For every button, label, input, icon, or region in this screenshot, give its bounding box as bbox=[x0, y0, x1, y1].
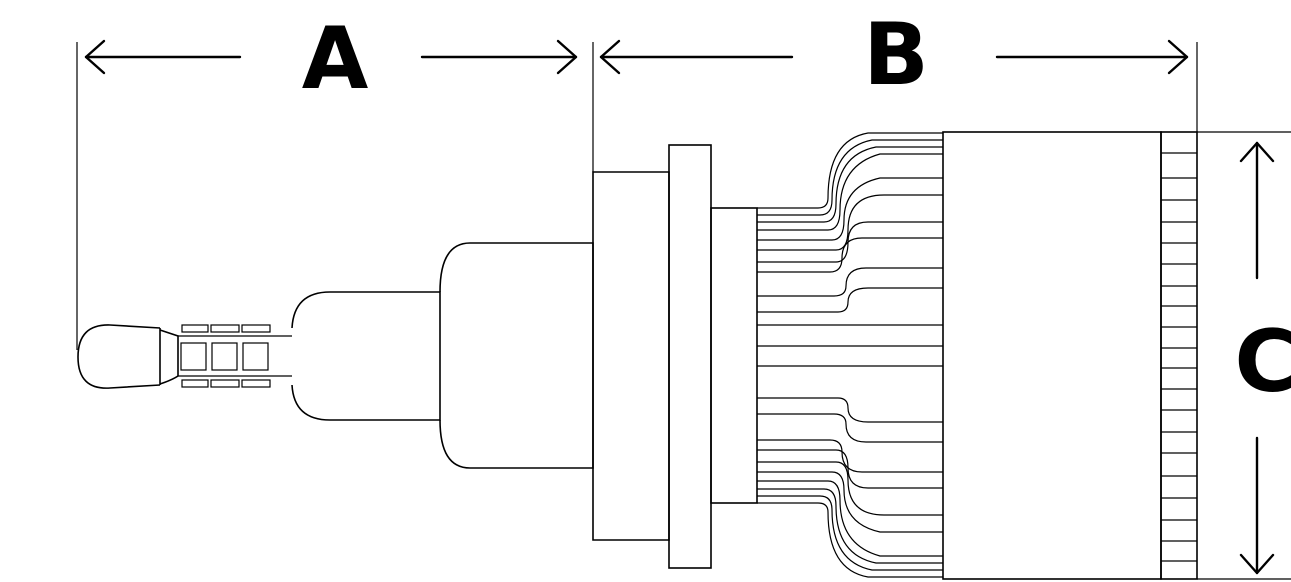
arrow-right-icon bbox=[995, 39, 1189, 75]
led-chip-3 bbox=[242, 342, 269, 371]
collar bbox=[592, 171, 670, 541]
dimension-label-c: C bbox=[1234, 312, 1291, 412]
arrow-down-icon bbox=[1239, 436, 1275, 575]
fan-housing bbox=[942, 131, 1162, 580]
dimension-label-b: B bbox=[863, 5, 929, 105]
heatsink-fins bbox=[757, 132, 943, 578]
heatsink-hub bbox=[710, 207, 758, 504]
arrow-left-icon bbox=[599, 39, 794, 75]
bulb-base bbox=[439, 242, 594, 469]
led-chip-1 bbox=[180, 342, 207, 371]
arrow-left-icon bbox=[84, 39, 242, 75]
dimension-c: C bbox=[1197, 131, 1291, 580]
bulb-tip bbox=[77, 324, 161, 389]
bulb-body bbox=[77, 131, 1198, 580]
ribbed-end-cap bbox=[1160, 131, 1198, 580]
arrow-right-icon bbox=[420, 39, 578, 75]
arrow-up-icon bbox=[1239, 141, 1275, 280]
led-chip-2 bbox=[211, 342, 238, 371]
led-holder bbox=[159, 324, 292, 388]
bulb-neck bbox=[291, 291, 441, 421]
dimension-a: A bbox=[76, 9, 578, 350]
dimension-b: B bbox=[592, 5, 1198, 172]
dimension-label-a: A bbox=[302, 9, 369, 109]
flange bbox=[668, 144, 712, 569]
